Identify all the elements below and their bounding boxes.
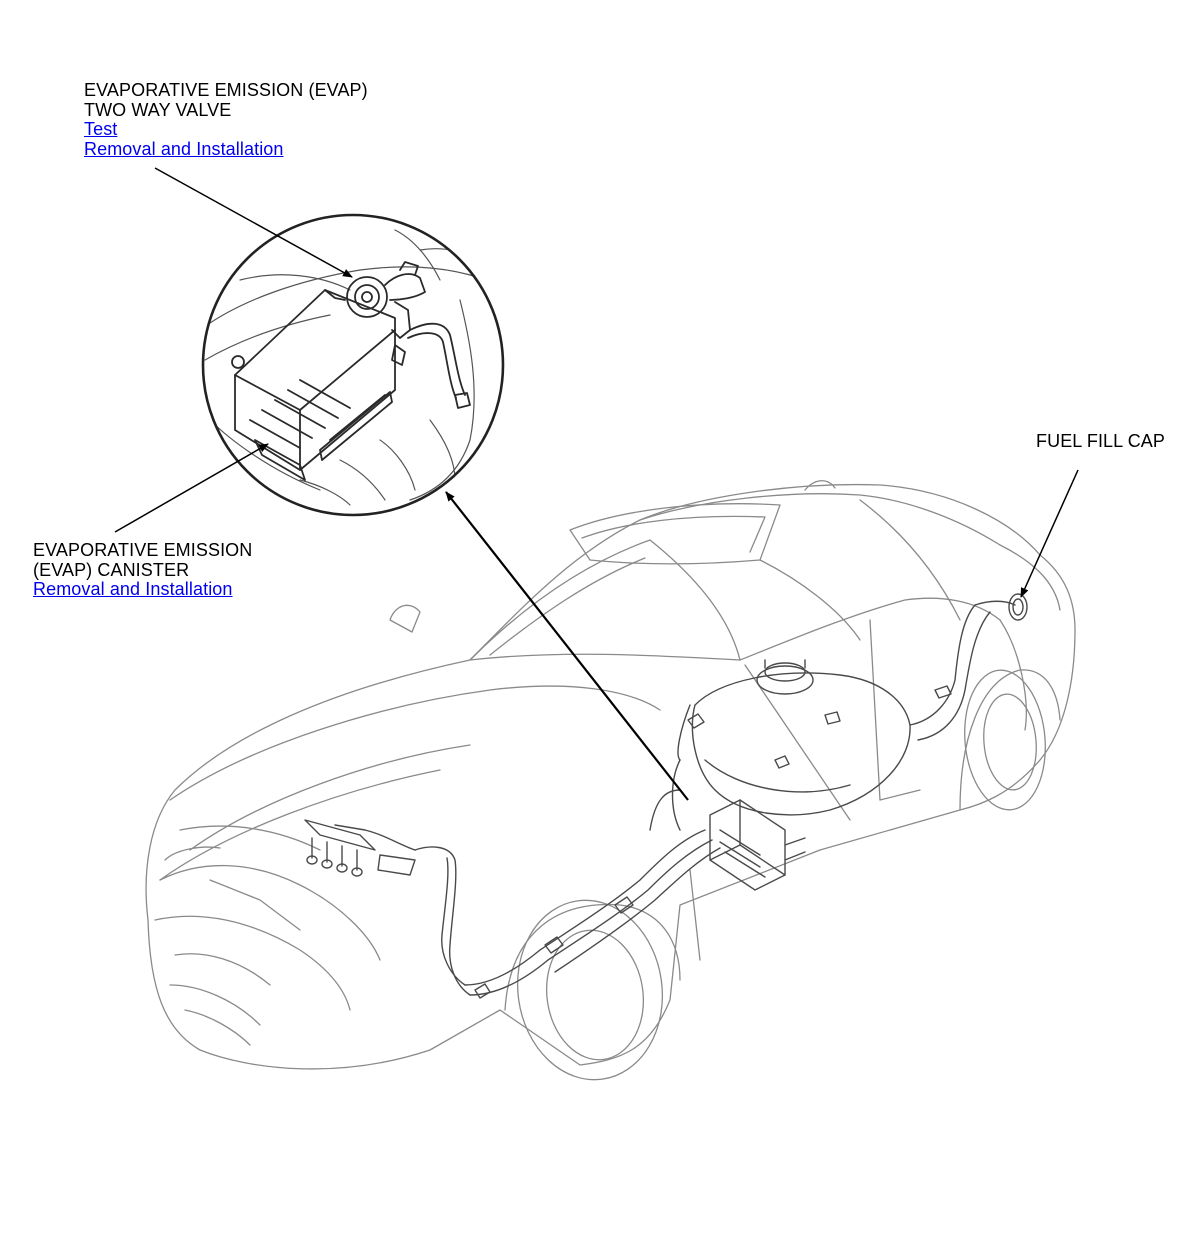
canister-removal-link[interactable]: Removal and Installation (33, 579, 233, 599)
leader-detail (445, 491, 689, 801)
detail-inset (201, 213, 505, 517)
valve-test-link[interactable]: Test (84, 119, 118, 139)
car-body (145, 480, 1076, 1081)
canister-title-line2: (EVAP) CANISTER (33, 559, 190, 580)
leader-canister (114, 443, 269, 533)
callout-evap-canister: EVAPORATIVE EMISSION (EVAP) CANISTER Rem… (33, 540, 253, 600)
valve-removal-link[interactable]: Removal and Installation (84, 138, 284, 159)
canister-title-line1: EVAPORATIVE EMISSION (33, 540, 253, 560)
valve-title-line1: EVAPORATIVE EMISSION (EVAP) (84, 80, 368, 100)
leader-lines (114, 167, 1079, 801)
fuel-system (304, 593, 1028, 999)
callout-fuel-fill-cap: FUEL FILL CAP (1036, 431, 1166, 452)
fuel-cap-title: FUEL FILL CAP (1036, 431, 1166, 451)
leader-fuel-cap (1020, 469, 1079, 598)
leader-valve (154, 167, 353, 278)
valve-title-line2: TWO WAY VALVE (84, 99, 232, 120)
callout-two-way-valve: EVAPORATIVE EMISSION (EVAP) TWO WAY VALV… (84, 80, 368, 159)
